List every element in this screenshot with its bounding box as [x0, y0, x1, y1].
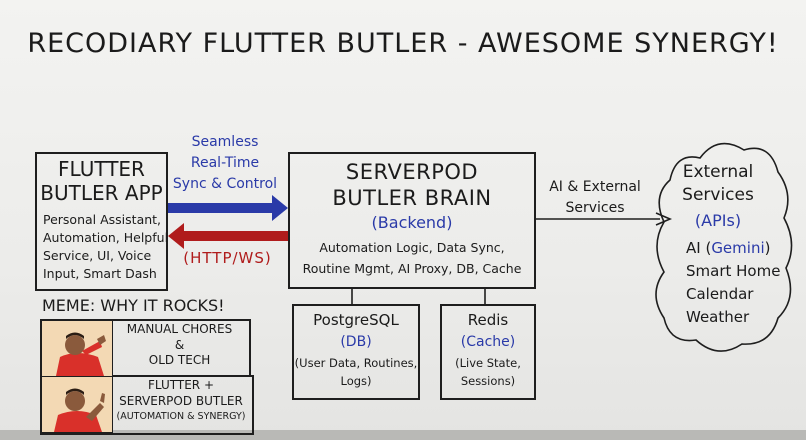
postgres-desc-2: Logs): [340, 374, 372, 388]
external-item-ai: AI (Gemini): [686, 239, 771, 257]
meme-top-text-3: OLD TECH: [148, 353, 211, 367]
gemini-label: Gemini: [711, 239, 765, 257]
server-desc-1: Automation Logic, Data Sync,: [319, 240, 505, 255]
external-item-ai-suffix: ): [764, 239, 771, 257]
ai-label-2: Services: [565, 200, 625, 216]
sync-label-3: Sync & Control: [172, 176, 278, 192]
sync-arrow-left: [168, 223, 288, 249]
meme-heading: MEME: WHY IT ROCKS!: [42, 296, 225, 315]
flutter-app-box: [35, 152, 168, 291]
redis-desc-1: (Live State,: [455, 356, 521, 370]
postgres-desc-1: (User Data, Routines,: [294, 356, 418, 370]
external-subtitle: (APIs): [694, 211, 742, 230]
drake-disapprove-icon: [42, 321, 112, 376]
page-title: RECODIARY FLUTTER BUTLER - AWESOME SYNER…: [27, 28, 779, 59]
redis-title: Redis: [467, 311, 509, 329]
meme-top-text-1: MANUAL CHORES: [126, 322, 233, 336]
sync-arrow-right: [168, 195, 288, 221]
server-title-line1: SERVERPOD: [345, 160, 479, 184]
external-services-cloud: [655, 142, 793, 352]
postgres-title: PostgreSQL: [313, 311, 399, 329]
meme-top-image: [41, 320, 113, 377]
protocol-label: (HTTP/WS): [183, 249, 272, 267]
drake-approve-icon: [42, 377, 112, 432]
external-arrow: [534, 212, 673, 226]
redis-subtitle: (Cache): [460, 334, 516, 350]
external-item-ai-prefix: AI (: [686, 239, 712, 257]
redis-box: [440, 304, 536, 400]
app-title-line1: FLUTTER: [58, 157, 145, 181]
app-desc-1: Personal Assistant,: [43, 212, 162, 227]
server-desc-2: Routine Mgmt, AI Proxy, DB, Cache: [302, 261, 522, 276]
external-item-weather: Weather: [686, 308, 750, 326]
meme-top-text-2: &: [174, 338, 185, 352]
meme-bottom-text-2: SERVERPOD BUTLER: [119, 394, 243, 408]
meme-bottom-text-3: (AUTOMATION & SYNERGY): [116, 411, 246, 422]
ai-label-1: AI & External: [549, 179, 641, 195]
server-subtitle: (Backend): [371, 213, 453, 232]
sync-label-2: Real-Time: [190, 155, 260, 171]
meme-bottom-text-1: FLUTTER +: [147, 378, 214, 392]
external-title-2: Services: [682, 185, 754, 205]
serverpod-box: [288, 152, 536, 289]
meme-bottom-image: [41, 376, 113, 433]
external-title-1: External: [682, 162, 754, 182]
postgres-box: [292, 304, 420, 400]
app-desc-3: Service, UI, Voice: [43, 248, 152, 263]
redis-desc-2: Sessions): [460, 374, 516, 388]
external-item-smart-home: Smart Home: [686, 262, 781, 280]
app-desc-4: Input, Smart Dash: [43, 266, 157, 281]
postgres-subtitle: (DB): [340, 334, 372, 350]
sync-label-1: Seamless: [191, 134, 259, 150]
whiteboard-tray: [0, 430, 806, 440]
external-item-calendar: Calendar: [686, 285, 754, 303]
app-desc-2: Automation, Helpful: [43, 230, 169, 245]
app-title-line2: BUTLER APP: [40, 181, 163, 205]
server-title-line2: BUTLER BRAIN: [332, 186, 492, 210]
